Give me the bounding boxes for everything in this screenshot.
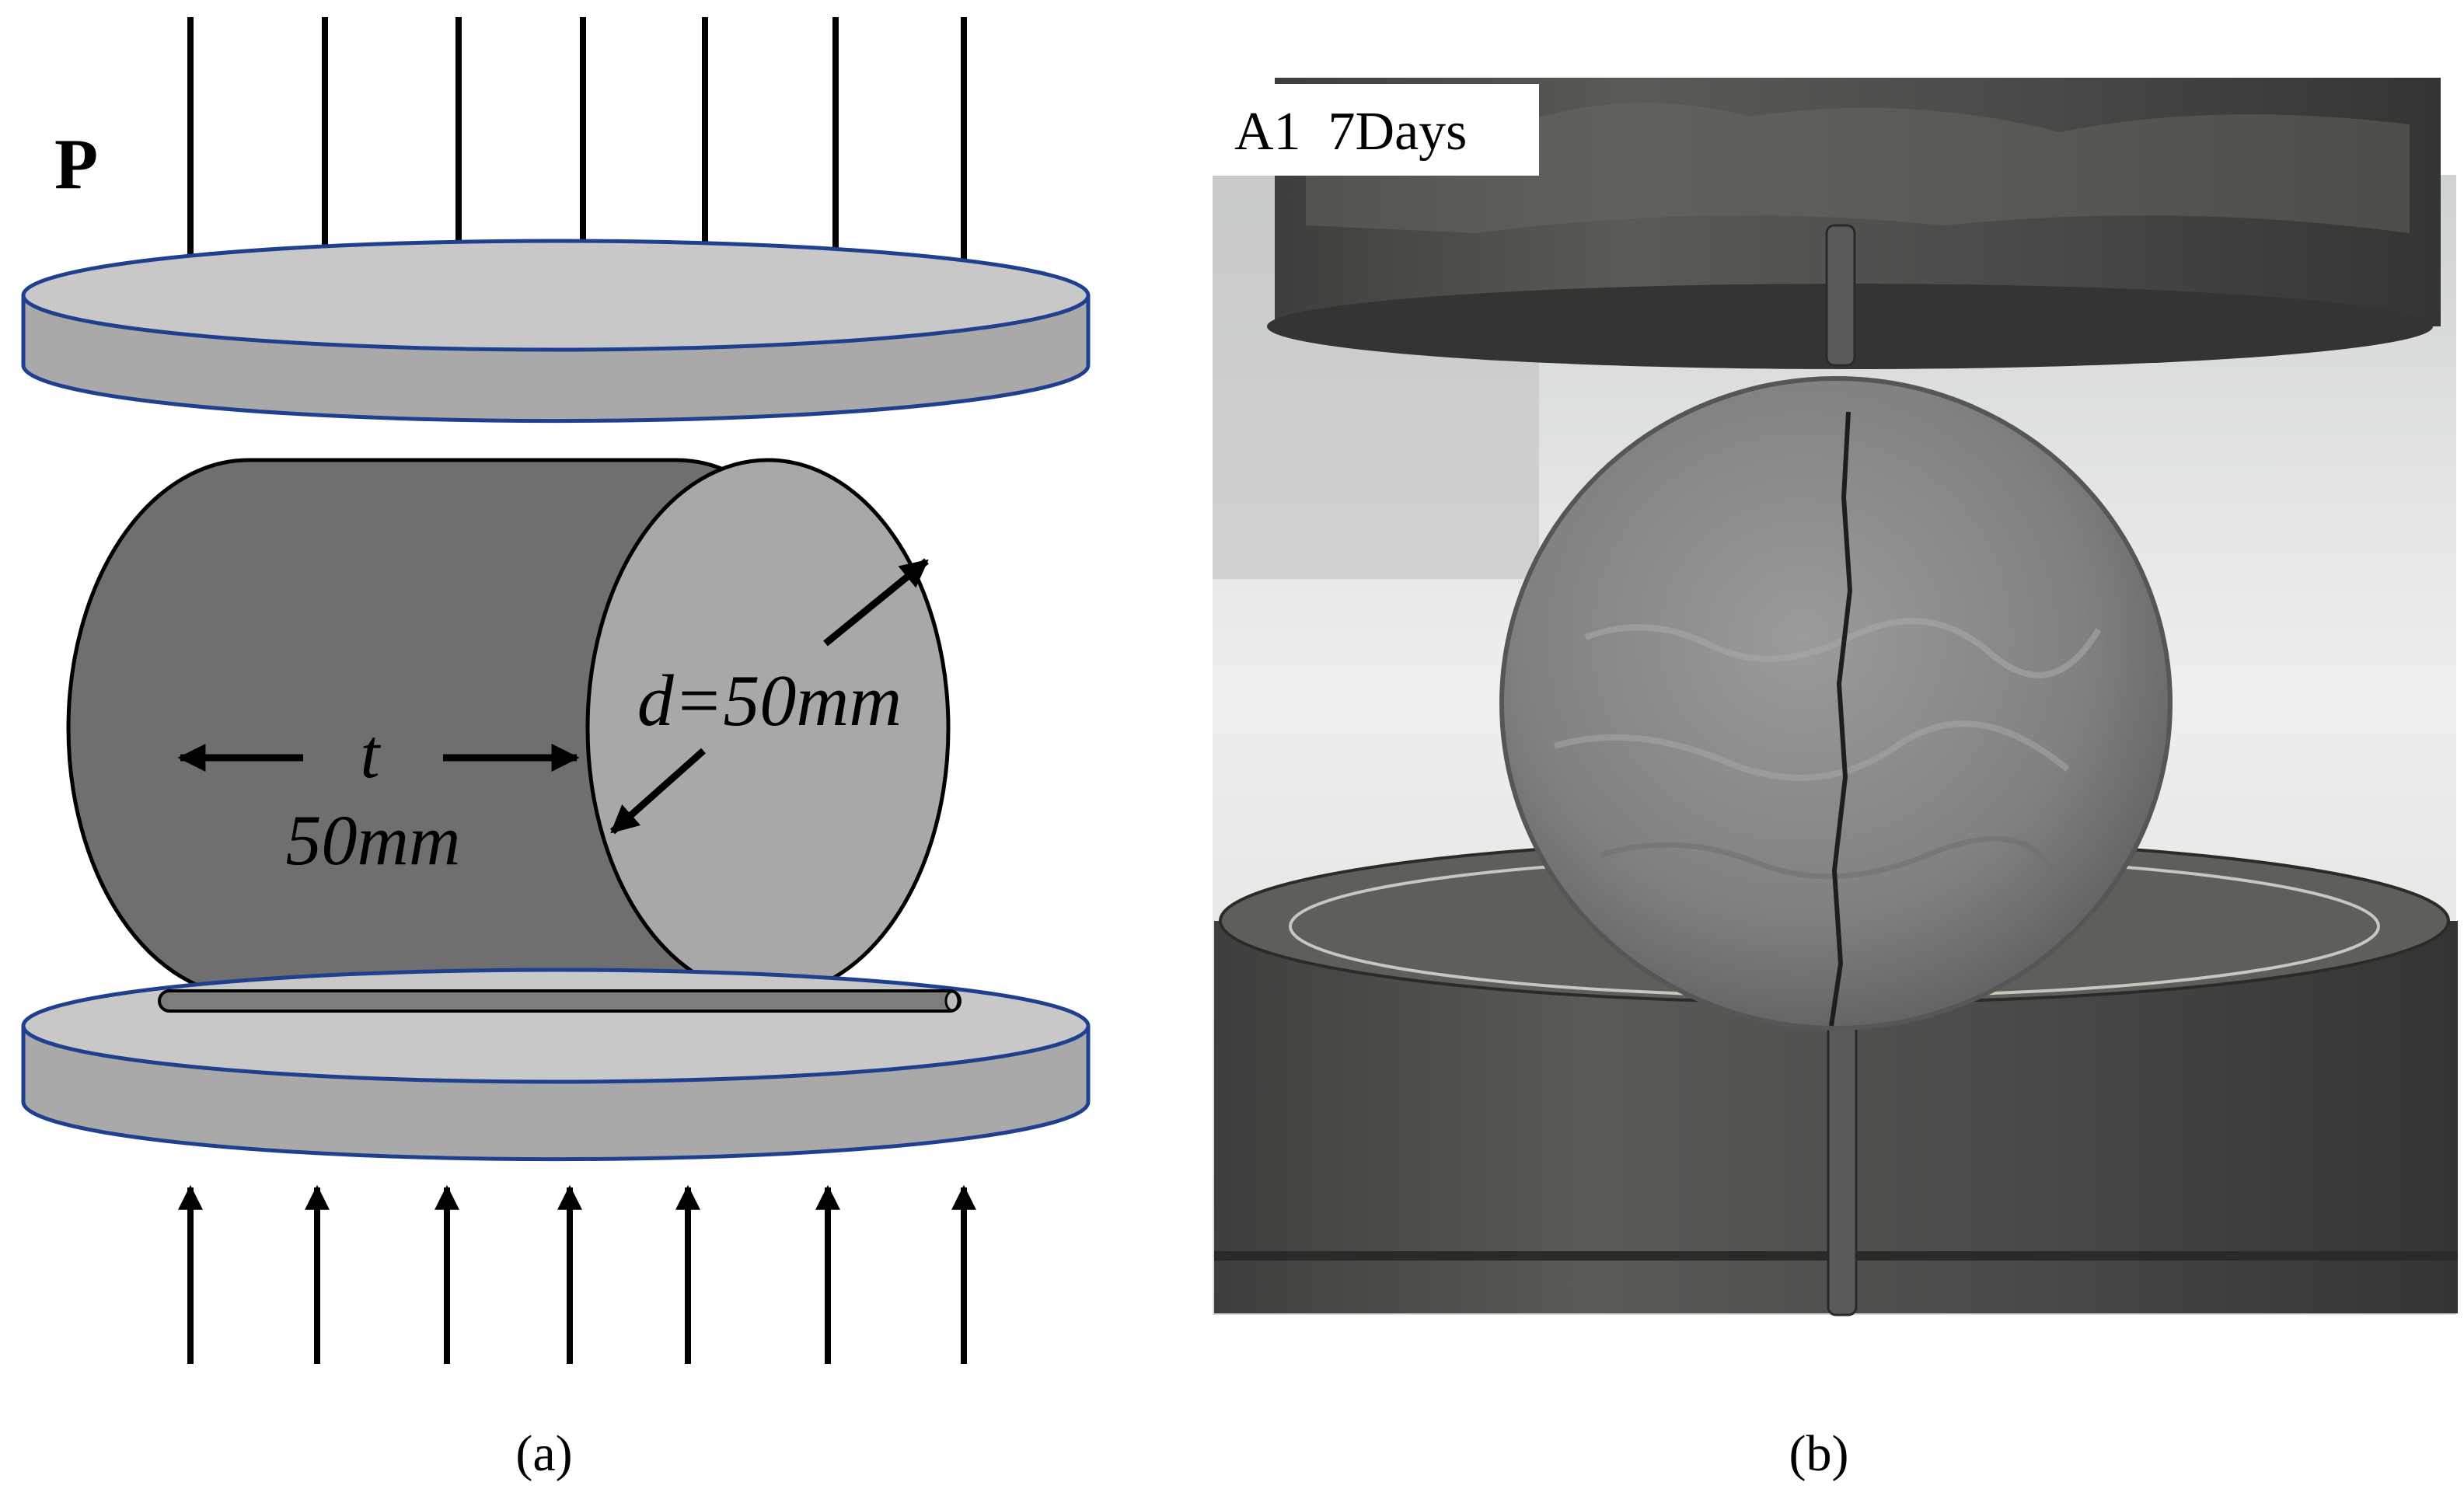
bottom-reaction-arrows [178,1184,976,1364]
diameter-arrow-upper [823,558,929,647]
panel-b-photo: A1 7Days (b) [1213,78,2458,1482]
diameter-arrow-lower [610,748,706,835]
load-label: P [54,124,98,204]
photo-label: A1 7Days [1234,102,1467,162]
thickness-value: 50mm [286,800,461,880]
upper-loading-strip [1825,224,1856,367]
top-platen [21,239,1091,424]
photo-label-box [1213,84,1539,176]
diameter-label: d=50mm [637,661,902,741]
loading-rod [158,989,962,1013]
top-load-arrows [178,17,976,292]
diameter-dimension [610,558,929,835]
panel-a-diagram: P t 50mm d=50mm (a) [21,17,1091,1482]
specimen-disk [1499,376,2173,1030]
thickness-symbol: t [360,716,381,793]
upper-platen-photo [1267,78,2441,369]
caption-b: (b) [1789,1425,1849,1482]
lower-loading-strip [1827,1009,1858,1316]
crack-line [1829,411,1853,1027]
caption-a: (a) [515,1425,572,1482]
